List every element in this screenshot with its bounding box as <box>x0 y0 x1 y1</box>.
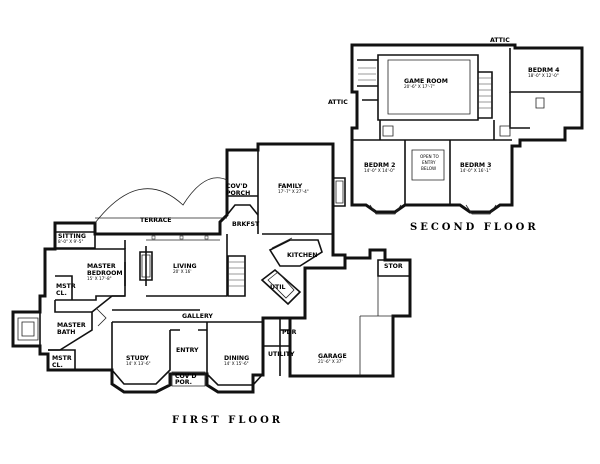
second-floor-title: SECOND FLOOR <box>410 222 539 233</box>
label-mstr-cl-lower-2: CL. <box>52 362 63 369</box>
label-garage: GARAGE <box>318 353 347 360</box>
label-master-bedroom-2: BEDROOM <box>87 270 123 277</box>
dim-bedrm4: 18'-0" X 12'-0" <box>528 73 559 78</box>
dim-dining: 14' X 15'-6" <box>224 361 249 366</box>
label-covd-por-front-2: POR. <box>175 379 192 386</box>
dim-bedrm2: 14'-0" X 14'-0" <box>364 168 395 173</box>
dim-sitting: 8'-0" X 9'-5" <box>58 239 83 244</box>
label-brkfst: BRKFST <box>232 221 260 228</box>
label-living: LIVING <box>173 263 197 270</box>
label-utility: UTILITY <box>268 351 295 358</box>
label-gallery: GALLERY <box>182 313 213 320</box>
label-bedrm2: BEDRM 2 <box>364 162 395 169</box>
dim-living: 20' X 16' <box>173 269 192 274</box>
label-sitting: SITTING <box>58 233 86 240</box>
label-family: FAMILY <box>278 183 303 190</box>
label-covd-porch-rear-1: COV'D <box>226 183 247 190</box>
label-game-room: GAME ROOM <box>404 78 448 85</box>
label-open-below: BELOW <box>421 166 436 171</box>
label-attic-top: ATTIC <box>490 37 510 44</box>
first-floor-title: FIRST FLOOR <box>172 415 283 426</box>
label-mstr-cl-upper-2: CL. <box>56 290 67 297</box>
first-floor-plan <box>11 142 412 394</box>
dim-family: 17'-7" X 27'-4" <box>278 189 309 194</box>
label-terrace: TERRACE <box>140 217 172 224</box>
dim-master-bedroom: 15' X 17'-8" <box>87 276 112 281</box>
label-covd-porch-rear-2: PORCH <box>226 190 250 197</box>
label-entry: ENTRY <box>176 347 199 354</box>
second-floor-plan <box>350 43 584 215</box>
label-master-bath-1: MASTER <box>57 322 86 329</box>
label-bedrm4: BEDRM 4 <box>528 67 560 74</box>
label-bedrm3: BEDRM 3 <box>460 162 491 169</box>
dim-garage: 21'-6" X 37' <box>318 359 343 364</box>
dim-study: 14' X 13'-6" <box>126 361 151 366</box>
label-mstr-cl-lower-1: MSTR <box>52 355 72 362</box>
label-covd-por-front-1: COV'D <box>175 373 196 380</box>
dim-game-room: 20'-6" X 17'-7" <box>404 84 435 89</box>
label-master-bath-2: BATH <box>57 329 75 336</box>
label-pdr: PDR <box>282 329 297 336</box>
label-master-bedroom-1: MASTER <box>87 263 116 270</box>
label-open-to: OPEN TO <box>420 154 439 159</box>
label-attic-left: ATTIC <box>328 99 348 106</box>
dim-bedrm3: 14'-0" X 16'-1" <box>460 168 491 173</box>
label-study: STUDY <box>126 355 149 362</box>
label-util: UTIL <box>270 284 286 291</box>
label-kitchen: KITCHEN <box>287 252 317 259</box>
label-open-entry: ENTRY <box>422 160 436 165</box>
label-dining: DINING <box>224 355 249 362</box>
label-mstr-cl-upper-1: MSTR <box>56 283 76 290</box>
label-stor: STOR <box>384 263 403 270</box>
